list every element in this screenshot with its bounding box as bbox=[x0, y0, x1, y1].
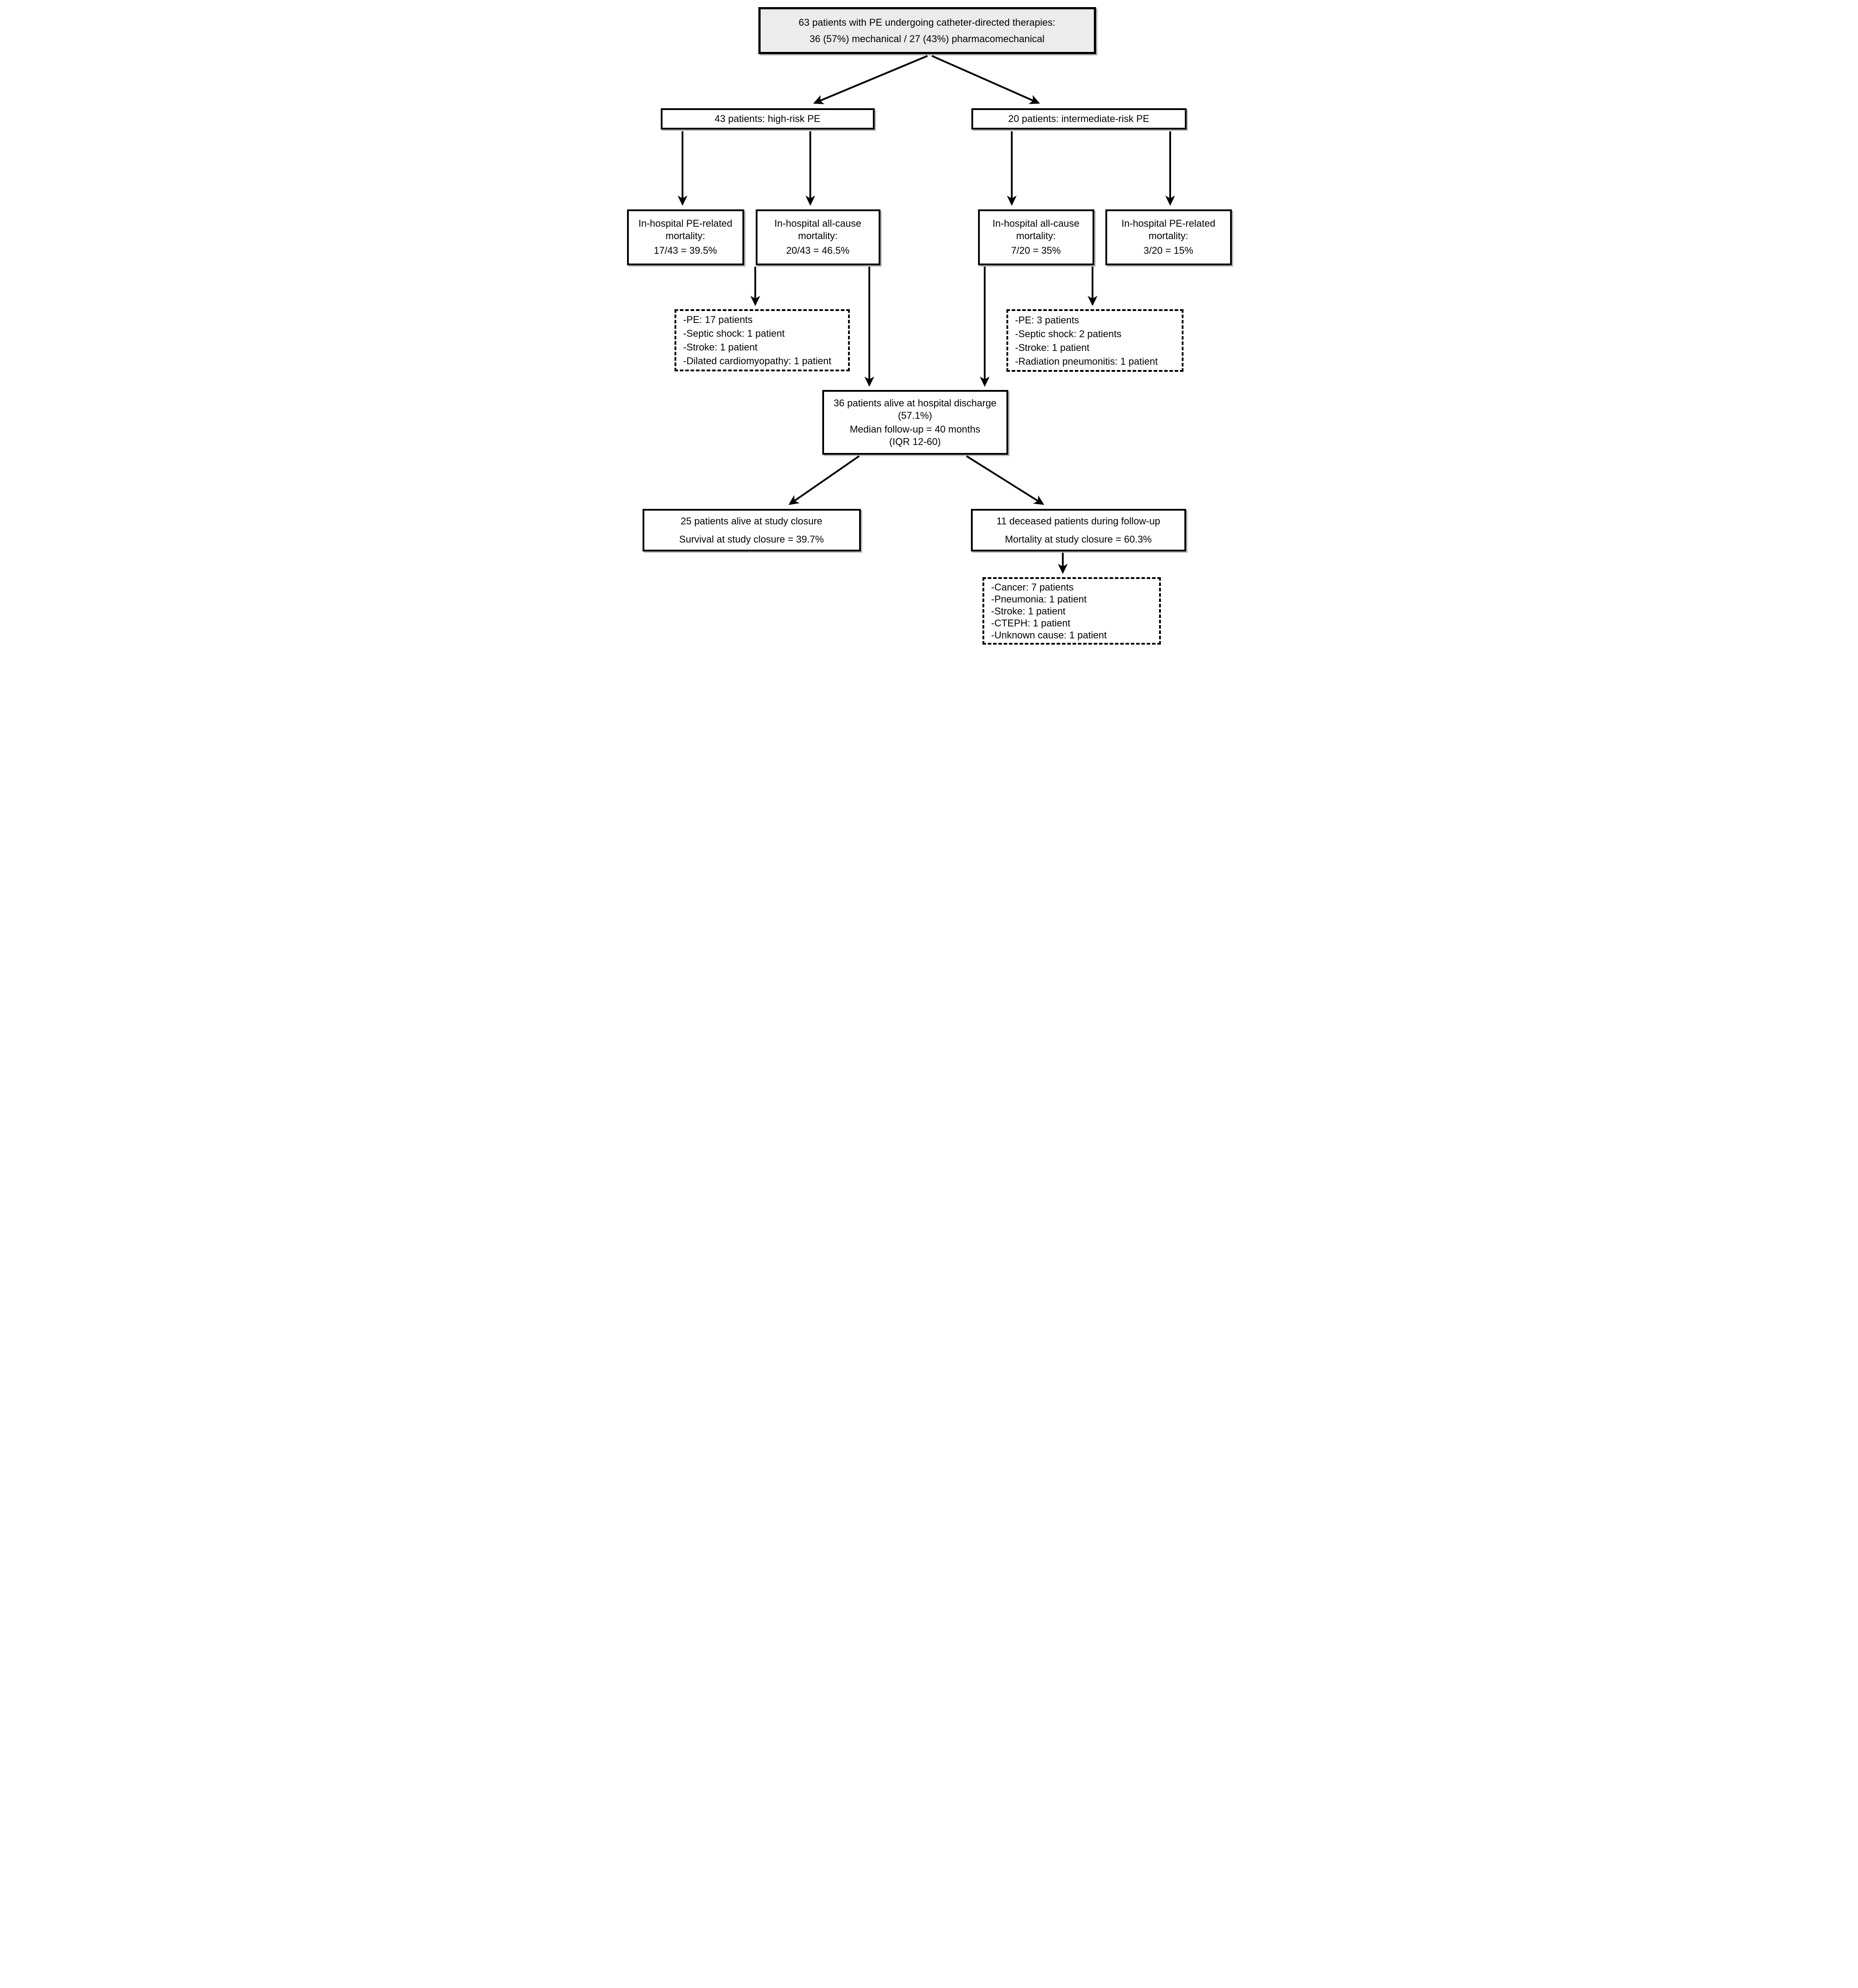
ir-cause-item: -Radiation pneumonitis: 1 patient bbox=[1015, 355, 1158, 367]
arrow-discharge-to-deceased bbox=[966, 455, 1044, 505]
fu-cause-item: -Stroke: 1 patient bbox=[991, 605, 1066, 617]
ir-pe-mortality-value: 3/20 = 15% bbox=[1144, 244, 1193, 256]
discharge-line3: (IQR 12-60) bbox=[889, 436, 941, 447]
root-cohort-line2: 36 (57%) mechanical / 27 (43%) pharmacom… bbox=[809, 33, 1045, 44]
hr-pe-mortality-title: In-hospital PE-related mortality: bbox=[638, 218, 733, 241]
node-ir-pe-related-mortality: In-hospital PE-related mortality: 3/20 =… bbox=[1105, 209, 1232, 265]
ir-all-cause-value: 7/20 = 35% bbox=[1011, 244, 1061, 256]
ir-cause-item: -PE: 3 patients bbox=[1015, 314, 1079, 326]
node-deceased-followup: 11 deceased patients during follow-up Mo… bbox=[970, 509, 1186, 551]
node-hr-death-causes: -PE: 17 patients -Septic shock: 1 patien… bbox=[674, 309, 850, 371]
high-risk-label: 43 patients: high-risk PE bbox=[714, 113, 821, 125]
node-alive-at-closure: 25 patients alive at study closure Survi… bbox=[642, 509, 861, 551]
alive-closure-line1: 25 patients alive at study closure bbox=[680, 516, 823, 527]
discharge-line1: 36 patients alive at hospital discharge … bbox=[833, 398, 997, 421]
hr-cause-item: -PE: 17 patients bbox=[683, 314, 753, 325]
hr-cause-item: -Septic shock: 1 patient bbox=[683, 328, 785, 339]
discharge-line2: Median follow-up = 40 months bbox=[849, 424, 981, 435]
ir-cause-item: -Stroke: 1 patient bbox=[1015, 342, 1090, 353]
hr-all-cause-title: In-hospital all-cause mortality: bbox=[774, 218, 861, 241]
node-intermediate-risk-pe: 20 patients: intermediate-risk PE bbox=[971, 108, 1187, 130]
hr-cause-item: -Stroke: 1 patient bbox=[683, 342, 758, 353]
deceased-line2: Mortality at study closure = 60.3% bbox=[1005, 533, 1152, 545]
arrow-root-to-high-risk bbox=[813, 55, 928, 104]
node-ir-death-causes: -PE: 3 patients -Septic shock: 2 patient… bbox=[1006, 309, 1183, 372]
patient-flow-diagram: 63 patients with PE undergoing catheter-… bbox=[619, 0, 1239, 663]
node-fu-death-causes: -Cancer: 7 patients -Pneumonia: 1 patien… bbox=[982, 577, 1161, 645]
discharge-followup: Median follow-up = 40 months (IQR 12-60) bbox=[850, 423, 980, 448]
hr-pe-mortality-value: 17/43 = 39.5% bbox=[654, 244, 717, 256]
arrow-root-to-intermediate-risk bbox=[931, 55, 1040, 104]
root-cohort-line1: 63 patients with PE undergoing catheter-… bbox=[798, 16, 1056, 28]
arrow-discharge-to-alive bbox=[788, 455, 860, 505]
hr-all-cause-value: 20/43 = 46.5% bbox=[786, 244, 850, 256]
hr-cause-item: -Dilated cardiomyopathy: 1 patient bbox=[683, 355, 832, 366]
node-root-cohort: 63 patients with PE undergoing catheter-… bbox=[758, 7, 1096, 54]
fu-cause-item: -Unknown cause: 1 patient bbox=[991, 629, 1107, 641]
ir-cause-item: -Septic shock: 2 patients bbox=[1015, 328, 1122, 339]
fu-cause-item: -Cancer: 7 patients bbox=[991, 581, 1074, 593]
fu-cause-item: -Pneumonia: 1 patient bbox=[991, 593, 1087, 605]
intermediate-risk-label: 20 patients: intermediate-risk PE bbox=[1008, 113, 1149, 125]
ir-all-cause-title: In-hospital all-cause mortality: bbox=[992, 218, 1080, 241]
node-hr-pe-related-mortality: In-hospital PE-related mortality: 17/43 … bbox=[627, 209, 744, 265]
alive-closure-line2: Survival at study closure = 39.7% bbox=[679, 533, 824, 545]
deceased-line1: 11 deceased patients during follow-up bbox=[996, 516, 1160, 527]
node-high-risk-pe: 43 patients: high-risk PE bbox=[660, 108, 875, 130]
node-hr-all-cause-mortality: In-hospital all-cause mortality: 20/43 =… bbox=[755, 209, 880, 265]
node-alive-at-discharge: 36 patients alive at hospital discharge … bbox=[822, 390, 1008, 455]
node-ir-all-cause-mortality: In-hospital all-cause mortality: 7/20 = … bbox=[978, 209, 1094, 265]
fu-cause-item: -CTEPH: 1 patient bbox=[991, 617, 1071, 629]
ir-pe-mortality-title: In-hospital PE-related mortality: bbox=[1121, 218, 1215, 241]
